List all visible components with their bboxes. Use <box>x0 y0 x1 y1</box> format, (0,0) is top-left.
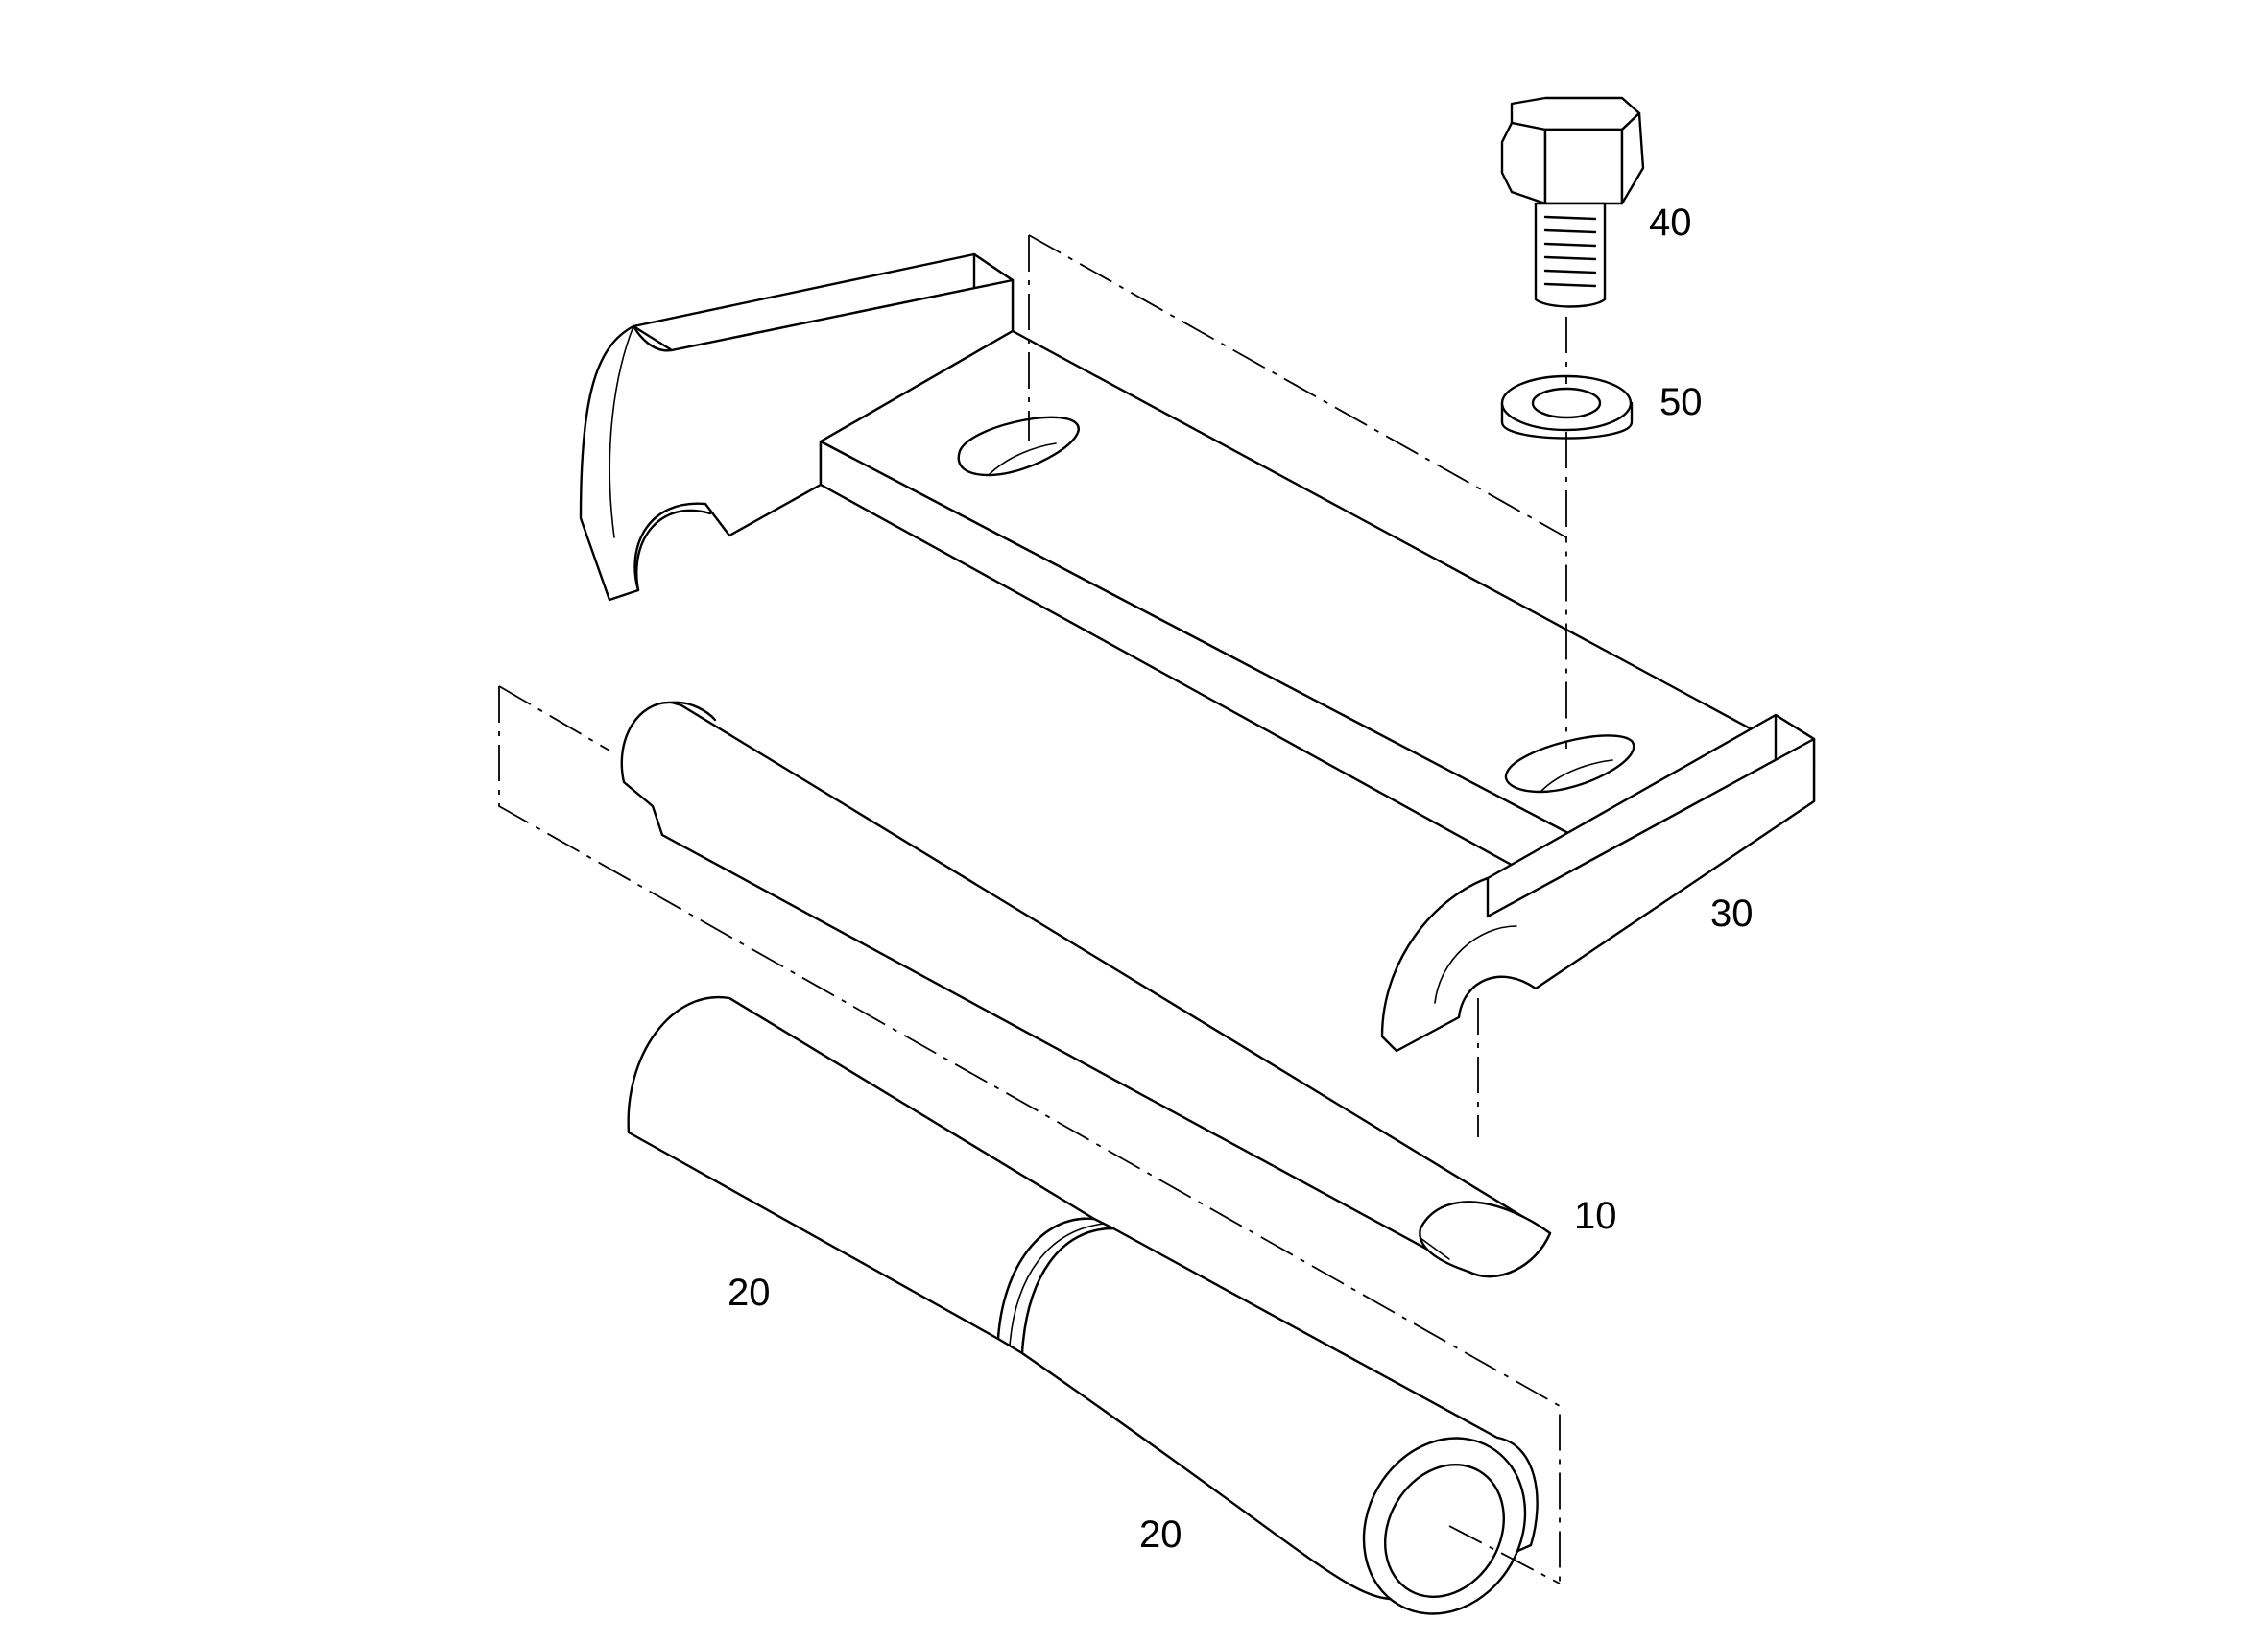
callout-20-upper: 20 <box>728 1272 771 1314</box>
washer <box>1500 374 1634 440</box>
callout-40: 40 <box>1649 202 1692 244</box>
callout-10: 10 <box>1574 1195 1617 1237</box>
assembly-centerlines <box>498 234 1567 1584</box>
callout-20-lower: 20 <box>1139 1513 1182 1556</box>
hinge-bushing <box>627 995 1539 1615</box>
hinge-pin <box>620 701 1552 1278</box>
callout-30: 30 <box>1710 893 1754 935</box>
mounting-bracket <box>579 252 1816 1053</box>
callout-labels: 40 50 30 10 20 20 <box>728 202 1754 1556</box>
callout-50: 50 <box>1659 381 1703 423</box>
hex-bolt <box>1500 96 1645 308</box>
